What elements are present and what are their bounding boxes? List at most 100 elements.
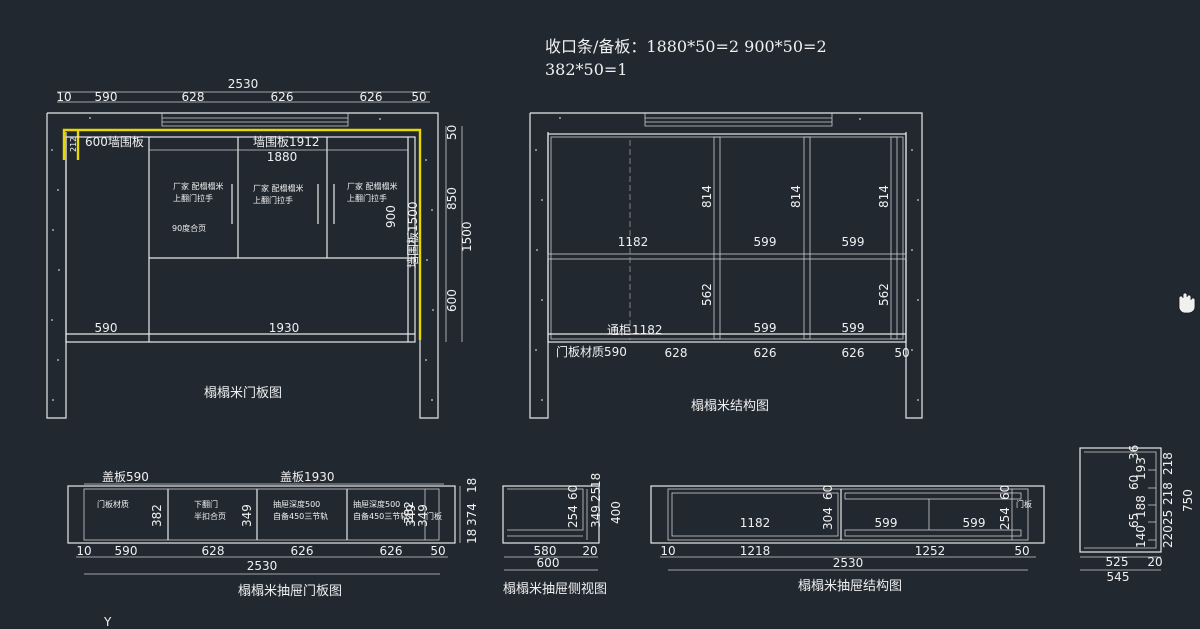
svg-text:自备450三节轨: 自备450三节轨 <box>273 511 328 521</box>
svg-text:1500: 1500 <box>460 221 474 252</box>
svg-text:18: 18 <box>589 473 603 488</box>
svg-text:1880: 1880 <box>267 150 298 164</box>
svg-text:1252: 1252 <box>915 544 946 558</box>
svg-text:盖板1930: 盖板1930 <box>280 470 335 484</box>
dim-total: 2530 <box>228 77 259 91</box>
svg-text:814: 814 <box>877 185 891 208</box>
svg-text:599: 599 <box>754 235 777 249</box>
svg-text:900: 900 <box>384 205 398 228</box>
svg-text:1930: 1930 <box>269 321 300 335</box>
svg-text:60: 60 <box>566 485 580 500</box>
svg-text:254: 254 <box>998 507 1012 530</box>
svg-text:349: 349 <box>416 504 430 527</box>
svg-text:626: 626 <box>380 544 403 558</box>
wall-outline <box>529 112 923 419</box>
svg-text:下翻门: 下翻门 <box>194 499 218 509</box>
wall-panel-right-label: 墙围板1500 <box>406 201 420 268</box>
structure-view-caption: 榻榻米结构图 <box>691 399 769 414</box>
drawer-door-caption: 榻榻米抽屉门板图 <box>238 584 342 599</box>
svg-text:580: 580 <box>534 544 557 558</box>
svg-text:通柜: 通柜 <box>607 323 631 337</box>
svg-text:628: 628 <box>665 346 688 360</box>
svg-text:厂家 配榻榻米: 厂家 配榻榻米 <box>253 183 304 193</box>
top-rail <box>161 113 349 127</box>
drawer-structure-view: 1182 599 599 304 60 254 60 门板 10 1218 12… <box>650 485 1045 594</box>
drawer-structure-caption: 榻榻米抽屉结构图 <box>798 579 902 594</box>
svg-text:10: 10 <box>56 90 71 104</box>
svg-text:590: 590 <box>95 90 118 104</box>
svg-text:382: 382 <box>402 501 416 524</box>
svg-text:626: 626 <box>291 544 314 558</box>
svg-text:349: 349 <box>240 504 254 527</box>
svg-text:50: 50 <box>1014 544 1029 558</box>
svg-text:590: 590 <box>95 321 118 335</box>
svg-text:1182: 1182 <box>618 235 649 249</box>
svg-text:628: 628 <box>182 90 205 104</box>
svg-text:50: 50 <box>411 90 426 104</box>
svg-text:218: 218 <box>1161 482 1175 505</box>
svg-text:50: 50 <box>430 544 445 558</box>
svg-text:盖板590: 盖板590 <box>102 470 149 484</box>
svg-text:90度合页: 90度合页 <box>172 223 206 233</box>
svg-text:18: 18 <box>465 529 479 544</box>
svg-text:626: 626 <box>754 346 777 360</box>
svg-text:600: 600 <box>445 289 459 312</box>
svg-text:厂家 配榻榻米: 厂家 配榻榻米 <box>347 181 398 191</box>
svg-text:220: 220 <box>1161 525 1175 548</box>
svg-text:562: 562 <box>700 283 714 306</box>
svg-text:750: 750 <box>1181 489 1195 512</box>
svg-text:218: 218 <box>1161 452 1175 475</box>
svg-text:18: 18 <box>465 478 479 493</box>
wall-hatch-left <box>51 117 434 401</box>
svg-text:60: 60 <box>1127 475 1141 490</box>
wall-outline <box>46 112 439 419</box>
svg-text:545: 545 <box>1107 570 1130 584</box>
svg-text:65: 65 <box>1127 513 1141 528</box>
svg-text:门板材质: 门板材质 <box>97 499 129 509</box>
svg-text:304: 304 <box>821 507 835 530</box>
svg-text:850: 850 <box>445 187 459 210</box>
svg-text:188: 188 <box>1134 495 1148 518</box>
svg-text:600: 600 <box>537 556 560 570</box>
svg-text:374: 374 <box>465 503 479 526</box>
drawer-door-view: 盖板590 盖板1930 门板材质 下翻门 半扣合页 抽屉深度500 自备450… <box>67 470 479 599</box>
svg-text:400: 400 <box>609 501 623 524</box>
structure-view: 1182 599 599 814 814 814 562 562 通柜 1182… <box>529 112 923 419</box>
wall-panel-left-label: 600墙围板 <box>85 135 144 149</box>
svg-text:140: 140 <box>1134 525 1148 548</box>
door-panel-view: 2530 10 590 628 626 626 50 600墙围板 墙围板191… <box>46 77 474 419</box>
svg-text:50: 50 <box>445 125 459 140</box>
svg-text:2530: 2530 <box>833 556 864 570</box>
svg-text:599: 599 <box>842 321 865 335</box>
svg-text:上翻门拉手: 上翻门拉手 <box>173 193 213 203</box>
svg-text:814: 814 <box>700 185 714 208</box>
svg-text:10: 10 <box>660 544 675 558</box>
svg-text:上翻门拉手: 上翻门拉手 <box>347 193 387 203</box>
small-side-view: 36 193 60 188 65 140 220 218 25 218 750 … <box>1079 445 1195 584</box>
svg-text:212: 212 <box>69 137 78 152</box>
svg-text:50: 50 <box>894 346 909 360</box>
svg-text:382: 382 <box>150 504 164 527</box>
svg-text:60: 60 <box>998 485 1012 500</box>
svg-text:36: 36 <box>1127 445 1141 460</box>
svg-text:626: 626 <box>271 90 294 104</box>
svg-text:814: 814 <box>789 185 803 208</box>
svg-text:599: 599 <box>842 235 865 249</box>
door-material-label: 门板材质590 <box>556 344 627 359</box>
axis-y-label: Y <box>103 615 112 629</box>
svg-text:抽屉深度500: 抽屉深度500 <box>273 499 320 509</box>
svg-text:628: 628 <box>202 544 225 558</box>
svg-text:349: 349 <box>589 505 603 528</box>
svg-text:599: 599 <box>754 321 777 335</box>
wall-panel-top-label: 墙围板1912 <box>253 135 320 149</box>
header-note-line2: 382*50=1 <box>545 60 627 79</box>
svg-text:2530: 2530 <box>247 559 278 573</box>
svg-text:半扣合页: 半扣合页 <box>194 511 226 521</box>
wall-panel-highlight <box>62 128 422 340</box>
svg-text:25: 25 <box>589 487 603 502</box>
svg-text:525: 525 <box>1106 555 1129 569</box>
svg-text:562: 562 <box>877 283 891 306</box>
svg-text:193: 193 <box>1134 457 1148 480</box>
svg-text:10: 10 <box>76 544 91 558</box>
